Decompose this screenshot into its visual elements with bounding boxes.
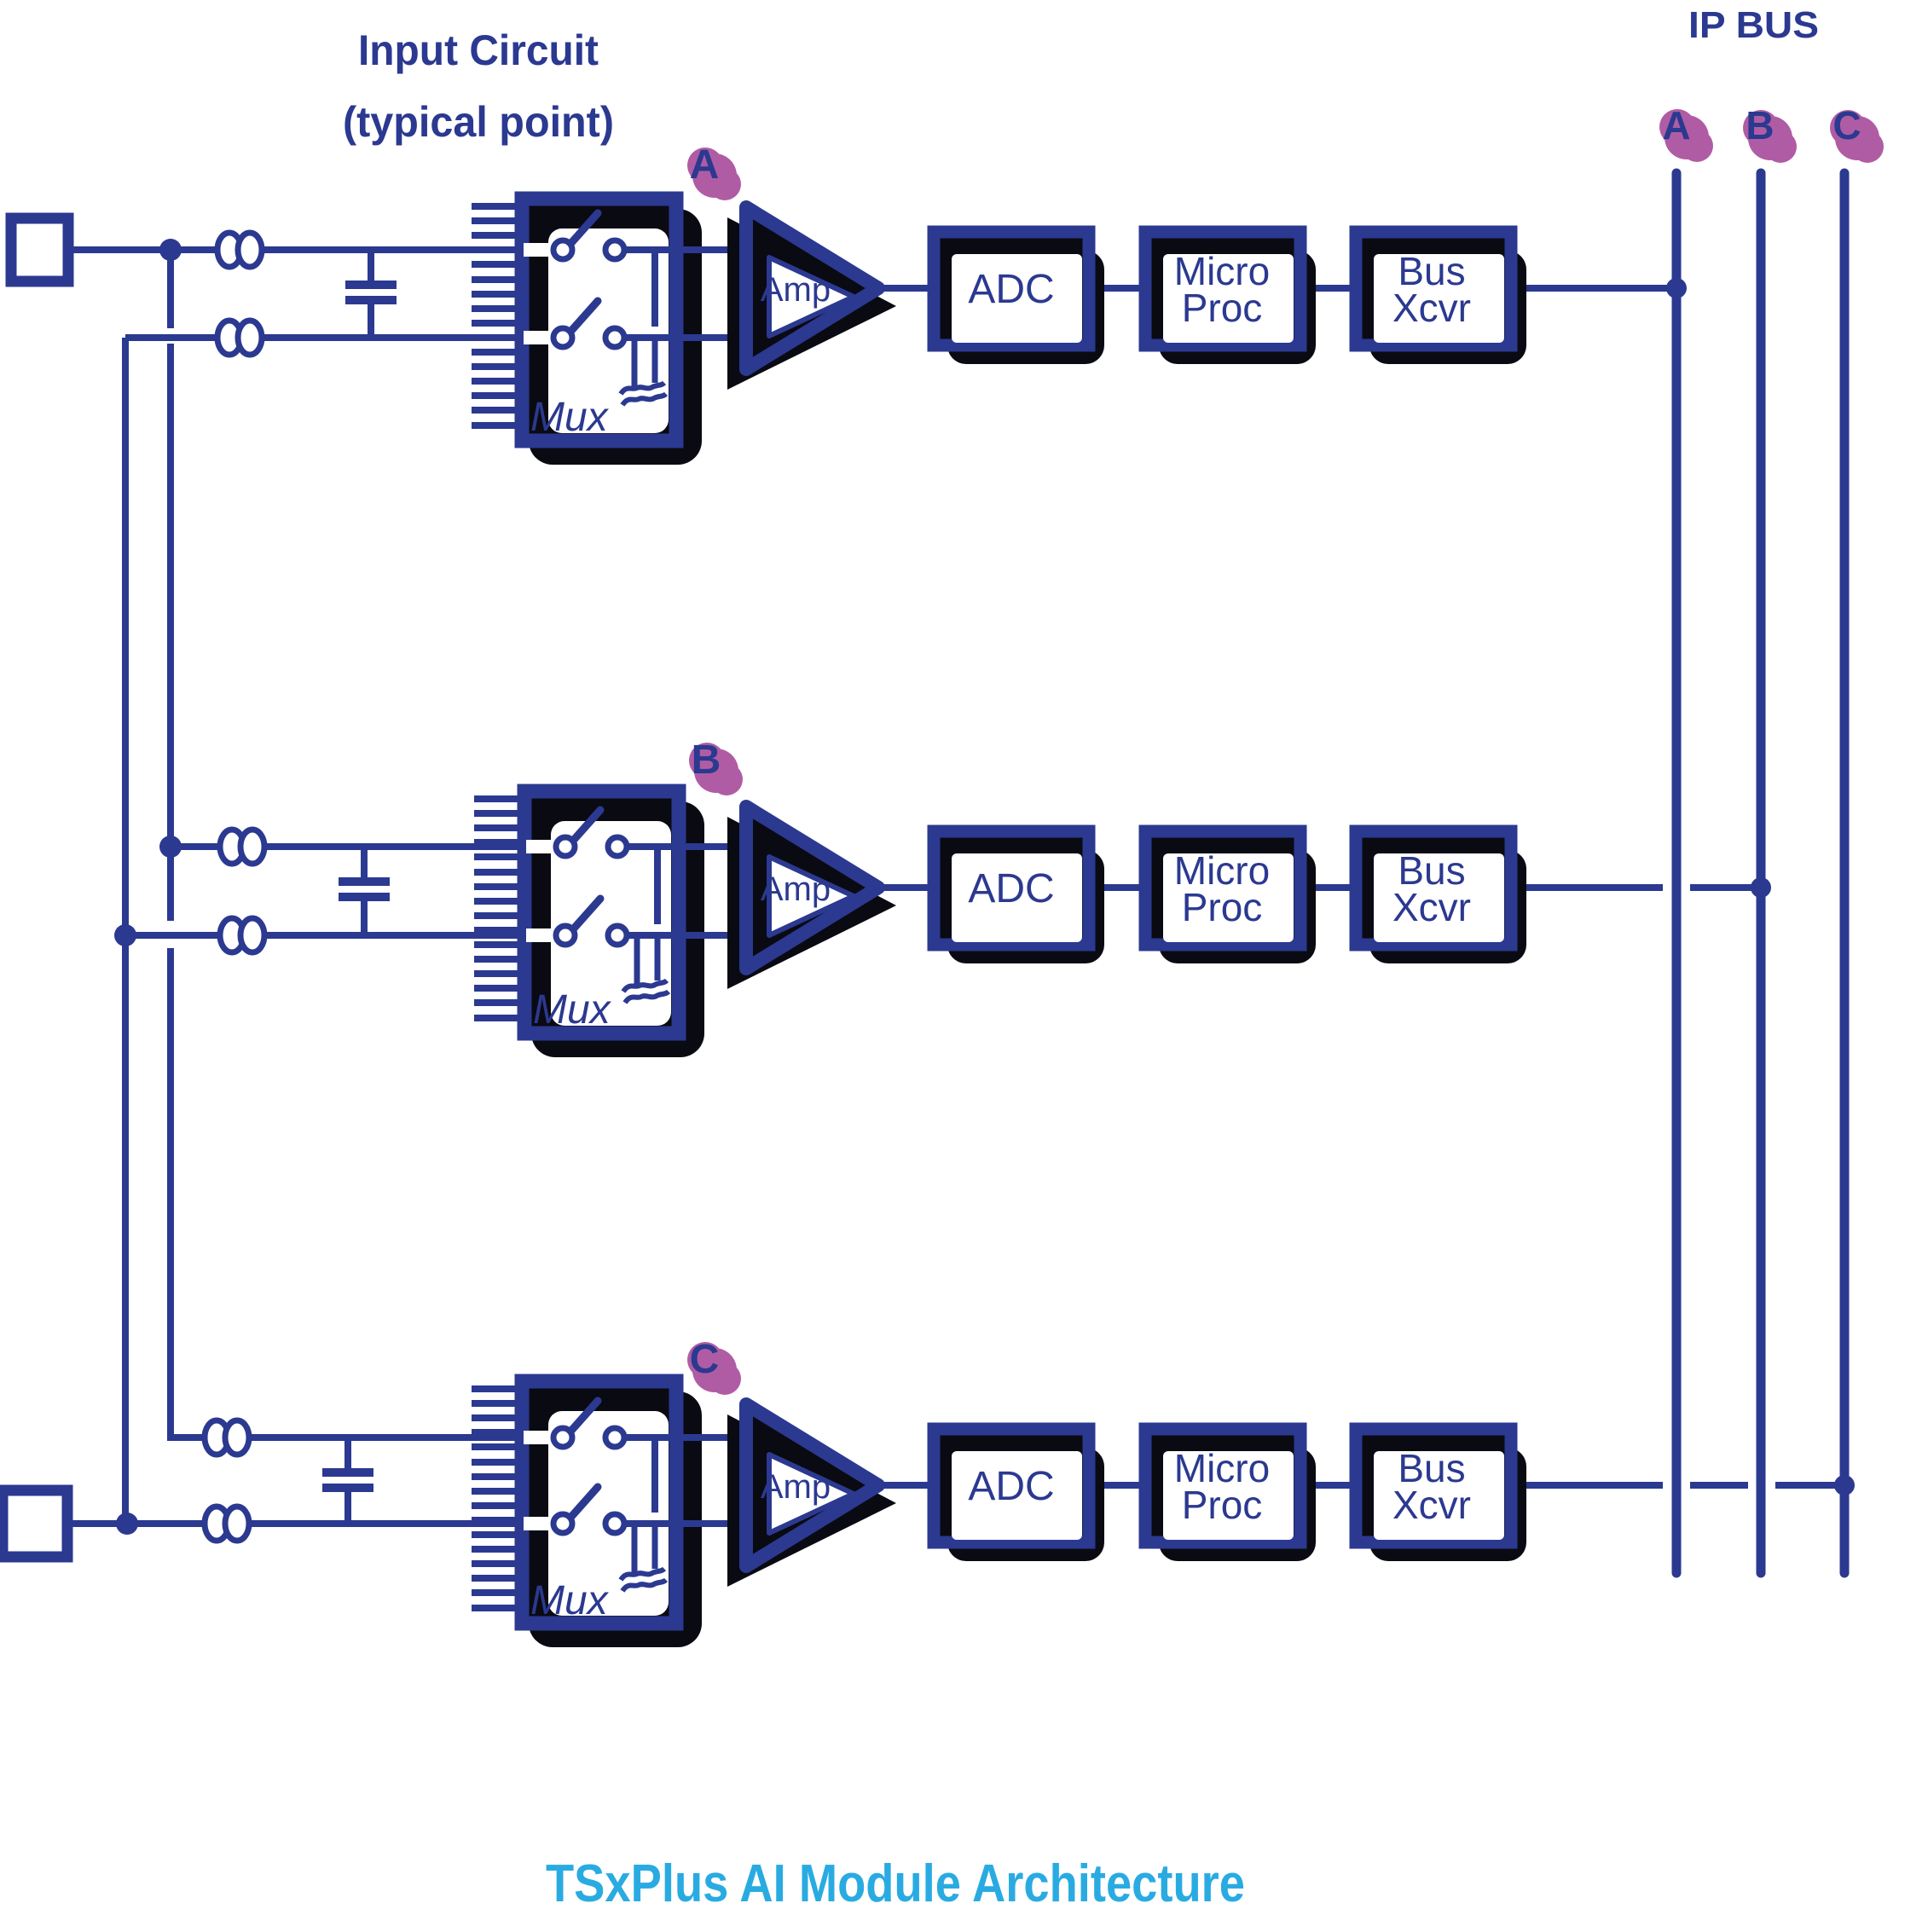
busxcvr-label-line1: Bus [1398,249,1465,293]
junction-dot [159,836,182,858]
busxcvr-label-line2: Xcvr [1392,286,1471,330]
adc-label: ADC [968,267,1054,312]
microproc-block: Micro Proc [1145,232,1316,364]
mux-label: Mux [533,987,612,1033]
busxcvr-label-line1: Bus [1398,848,1465,893]
input-terminal-a [5,212,74,287]
capacitor-icon [339,847,390,935]
mux-block: Mux [474,791,704,1057]
busxcvr-label-line1: Bus [1398,1446,1465,1490]
microproc-label-line1: Micro [1174,1446,1270,1490]
channel-c: Mux Amp ADC Micro Proc Bus Xcvr C [0,1337,1855,1647]
bus-letter: C [1832,103,1861,148]
adc-label: ADC [968,1464,1054,1509]
diagram-title: TSxPlus AI Module Architecture [546,1854,1245,1913]
adc-label: ADC [968,866,1054,911]
microproc-label-line1: Micro [1174,848,1270,893]
mux-block: Mux [472,199,702,465]
resistor-icon [220,918,264,952]
mux-label: Mux [530,1578,610,1623]
resistor-icon [205,1420,249,1455]
channel-b: Mux Amp ADC Micro Proc Bus Xcvr B [114,738,1771,1057]
busxcvr-block: Bus Xcvr [1356,1429,1526,1561]
adc-block: ADC [934,831,1104,963]
microproc-label-line1: Micro [1174,249,1270,293]
amp-label: Amp [761,871,831,908]
left-vertical-rails [122,250,174,1524]
channel-letter: C [690,1337,720,1382]
junction-dot [116,1513,138,1535]
channel-letter: A [690,142,720,188]
junction-dot [159,239,182,261]
amp-block: Amp [727,1404,896,1587]
busxcvr-block: Bus Xcvr [1356,232,1526,364]
mux-block: Mux [472,1381,702,1647]
junction-dot [114,924,136,946]
busxcvr-label-line2: Xcvr [1392,1483,1471,1527]
ip-bus-header: IP BUS [1688,4,1819,46]
resistor-icon [205,1507,249,1541]
channel-letter: B [692,738,721,783]
adc-block: ADC [934,1429,1104,1561]
input-circuit-header-line1: Input Circuit [358,26,599,74]
input-circuit-header-line2: (typical point) [343,98,614,146]
busxcvr-block: Bus Xcvr [1356,831,1526,963]
channel-a: Mux Amp ADC Micro Proc Bus Xcvr A [5,142,1687,465]
microproc-label-line2: Proc [1182,1483,1263,1527]
resistor-icon [217,321,262,355]
capacitor-icon [322,1437,373,1526]
amp-block: Amp [727,207,896,390]
input-terminal-c [0,1484,73,1563]
microproc-label-line2: Proc [1182,885,1263,929]
microproc-block: Micro Proc [1145,831,1316,963]
mux-label: Mux [530,395,610,440]
amp-label: Amp [761,271,831,309]
busxcvr-label-line2: Xcvr [1392,885,1471,929]
microproc-block: Micro Proc [1145,1429,1316,1561]
ip-bus: A B C [1659,103,1884,1578]
capacitor-icon [345,250,397,338]
resistor-icon [217,233,262,267]
amp-label: Amp [761,1468,831,1506]
adc-block: ADC [934,232,1104,364]
bus-letter: A [1662,103,1690,148]
amp-block: Amp [727,807,896,989]
microproc-label-line2: Proc [1182,286,1263,330]
resistor-icon [220,830,264,864]
bus-letter: B [1746,103,1774,148]
